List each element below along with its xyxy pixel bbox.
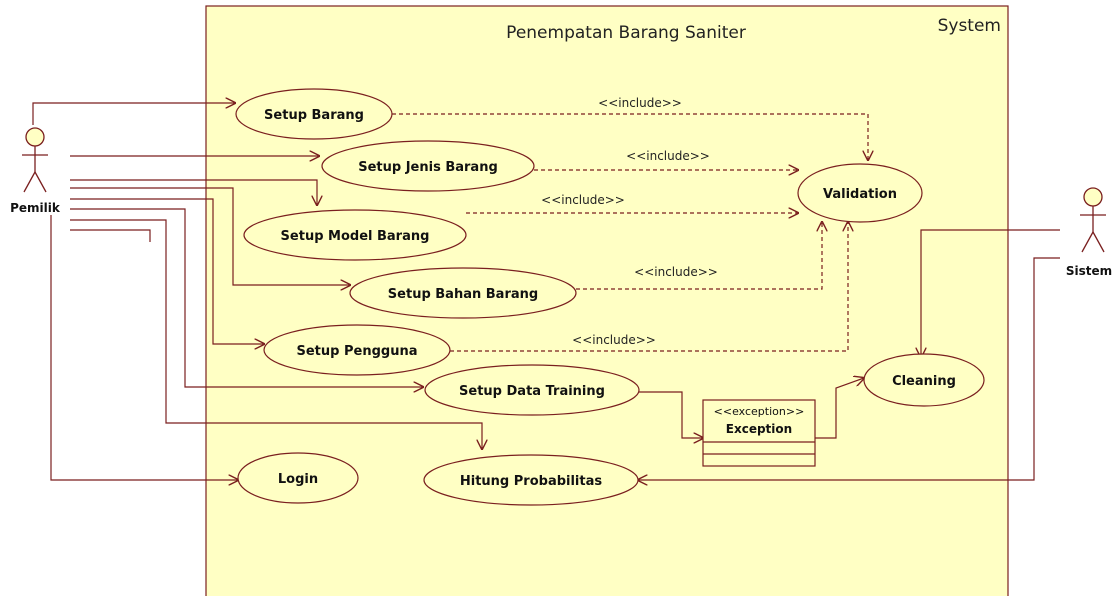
use-case-setup-bahan-barang-shape[interactable]	[349, 267, 577, 319]
use-case-setup-model-barang-shape[interactable]	[243, 209, 467, 261]
use-case-login-shape[interactable]	[237, 452, 359, 504]
assoc-pemilik-setup-model-barang	[70, 179, 317, 205]
include-label-5: <<include>>	[572, 333, 656, 347]
use-case-cleaning-shape[interactable]	[863, 353, 985, 407]
use-case-setup-pengguna-shape[interactable]	[263, 324, 451, 376]
flow-training-exception	[639, 391, 703, 438]
exception-stereotype: <<exception>>	[714, 405, 805, 418]
use-case-validation[interactable]: Validation	[823, 187, 897, 202]
use-case-setup-barang-shape[interactable]	[235, 88, 393, 140]
include-label-4: <<include>>	[634, 265, 718, 279]
use-case-hitung-probabilitas[interactable]: Hitung Probabilitas	[460, 474, 603, 489]
use-case-validation-shape[interactable]	[797, 163, 923, 223]
exception-name: Exception	[726, 422, 792, 436]
assoc-pemilik-setup-bahan-barang	[70, 187, 350, 285]
use-case-setup-pengguna[interactable]: Setup Pengguna	[297, 344, 418, 359]
include-setup-bahan-barang	[576, 222, 822, 290]
use-case-login[interactable]: Login	[278, 472, 318, 487]
system-label: System	[938, 16, 1001, 36]
assoc-pemilik-login	[70, 229, 151, 242]
assoc-pemilik-setup-data-training	[70, 208, 423, 387]
use-case-setup-data-training-shape[interactable]	[424, 364, 640, 416]
use-case-hitung-probabilitas-shape[interactable]	[423, 454, 639, 506]
actor-sistem-icon[interactable]	[1080, 187, 1106, 253]
exception-class[interactable]: <<exception>> Exception	[702, 399, 816, 467]
actor-sistem-label: Sistem	[1066, 264, 1112, 278]
system-title: Penempatan Barang Saniter	[506, 23, 746, 43]
include-setup-pengguna	[450, 222, 848, 352]
use-case-setup-jenis-barang[interactable]: Setup Jenis Barang	[358, 160, 498, 175]
use-case-setup-barang[interactable]: Setup Barang	[264, 108, 364, 123]
use-case-setup-bahan-barang[interactable]: Setup Bahan Barang	[388, 287, 538, 302]
include-label-1: <<include>>	[598, 96, 682, 110]
actor-pemilik-icon[interactable]	[22, 127, 48, 193]
assoc-sistem-cleaning	[921, 229, 1060, 357]
flow-exception-cleaning	[815, 378, 864, 439]
actor-pemilik-label: Pemilik	[10, 201, 61, 215]
use-case-setup-model-barang[interactable]: Setup Model Barang	[281, 229, 430, 244]
assoc-pemilik-setup-barang	[32, 103, 235, 125]
use-case-setup-data-training[interactable]: Setup Data Training	[459, 384, 605, 399]
assoc-pemilik-setup-pengguna	[70, 198, 264, 344]
include-setup-barang	[392, 113, 868, 160]
use-case-cleaning[interactable]: Cleaning	[892, 374, 956, 389]
include-label-3: <<include>>	[541, 193, 625, 207]
include-label-2: <<include>>	[626, 149, 710, 163]
assoc-pemilik-hitung-probabilitas	[70, 219, 482, 449]
assoc-sistem-hitung-probabilitas	[638, 257, 1060, 480]
assoc-pemilik-login-2	[50, 215, 238, 480]
use-case-setup-jenis-barang-shape[interactable]	[321, 140, 535, 192]
